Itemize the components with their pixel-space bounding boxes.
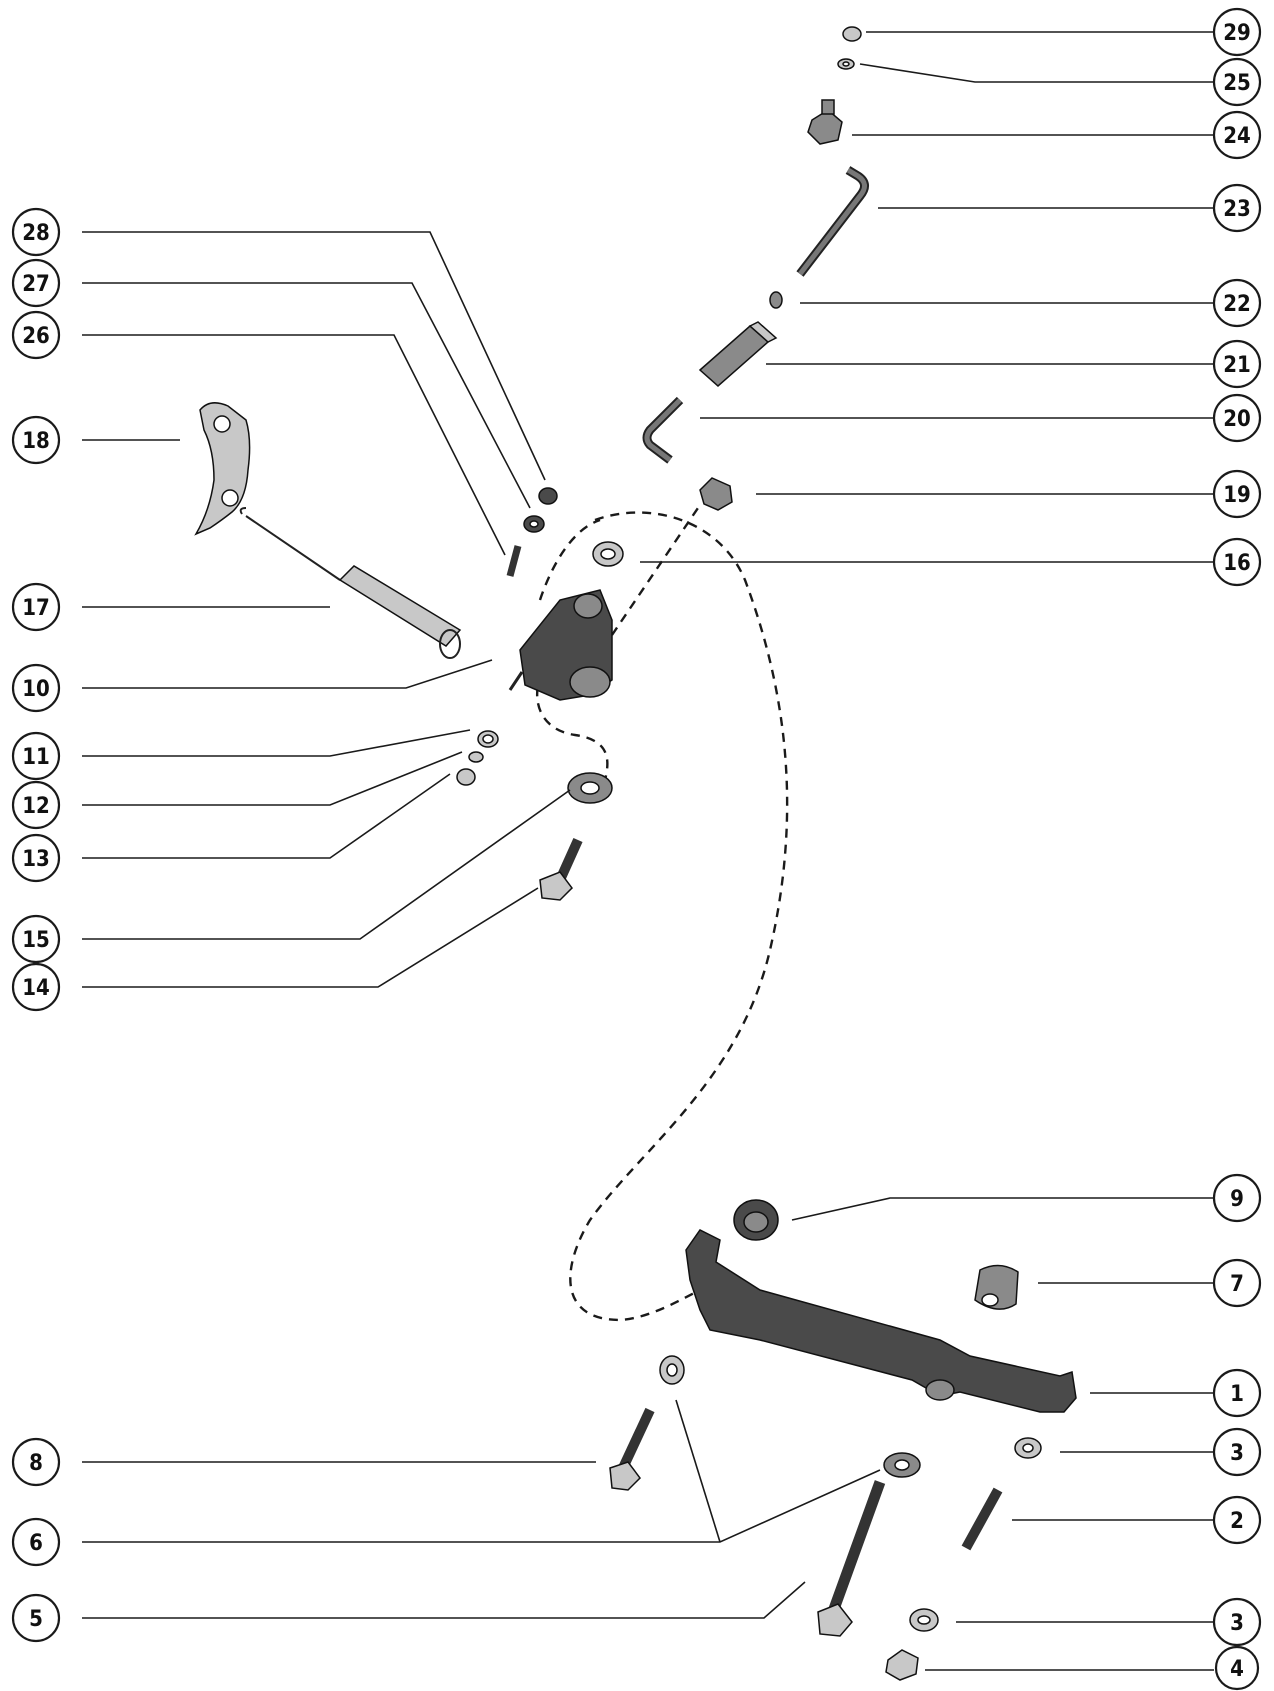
callout-7: 7 xyxy=(1212,1258,1262,1308)
svg-text:24: 24 xyxy=(1223,124,1251,149)
part-2-pin xyxy=(961,1487,1003,1551)
part-11-washer xyxy=(477,730,499,748)
part-9-bushing xyxy=(733,1199,779,1241)
callout-24: 24 xyxy=(1212,110,1262,160)
part-23-bent-rod xyxy=(796,166,869,277)
svg-text:9: 9 xyxy=(1230,1187,1244,1212)
callout-5: 5 xyxy=(11,1593,61,1643)
svg-text:5: 5 xyxy=(29,1607,43,1632)
part-3-washer-upper xyxy=(1014,1437,1042,1459)
svg-text:3: 3 xyxy=(1230,1441,1244,1466)
part-28-nut xyxy=(538,487,558,505)
part-16-washer xyxy=(592,541,624,567)
callout-14: 14 xyxy=(11,962,61,1012)
part-12-washer xyxy=(468,751,484,763)
svg-text:3: 3 xyxy=(1230,1611,1244,1636)
callout-17: 17 xyxy=(11,582,61,632)
part-3-washer-lower xyxy=(909,1608,939,1632)
svg-text:10: 10 xyxy=(22,677,50,702)
callout-11: 11 xyxy=(11,731,61,781)
svg-text:6: 6 xyxy=(29,1531,43,1556)
callout-6: 6 xyxy=(11,1517,61,1567)
svg-text:7: 7 xyxy=(1230,1272,1244,1297)
svg-text:20: 20 xyxy=(1223,407,1251,432)
callout-16: 16 xyxy=(1212,537,1262,587)
callout-22: 22 xyxy=(1212,278,1262,328)
part-10-housing xyxy=(508,589,613,701)
part-13-nut xyxy=(456,768,476,786)
part-5-bolt xyxy=(817,1480,886,1637)
part-22-clip xyxy=(769,291,783,309)
part-4-nut xyxy=(885,1649,919,1681)
part-25-washer xyxy=(837,58,855,70)
callout-10: 10 xyxy=(11,663,61,713)
svg-text:21: 21 xyxy=(1223,353,1251,378)
leader-lines xyxy=(82,31,1214,1671)
svg-text:14: 14 xyxy=(22,976,50,1001)
svg-text:11: 11 xyxy=(22,745,50,770)
callout-29: 29 xyxy=(1212,7,1262,57)
svg-text:28: 28 xyxy=(22,221,50,246)
callout-13: 13 xyxy=(11,833,61,883)
svg-text:27: 27 xyxy=(22,272,50,297)
callout-4: 4 xyxy=(1214,1645,1260,1691)
svg-text:25: 25 xyxy=(1223,71,1251,96)
svg-text:29: 29 xyxy=(1223,21,1251,46)
callout-1: 1 xyxy=(1212,1368,1262,1418)
svg-text:2: 2 xyxy=(1230,1509,1244,1534)
callout-19: 19 xyxy=(1212,469,1262,519)
assembly-dashed-line-top xyxy=(538,518,601,601)
svg-text:13: 13 xyxy=(22,847,50,872)
part-29-nut xyxy=(842,26,862,42)
part-24-fitting xyxy=(807,99,843,145)
part-15-washer xyxy=(567,772,613,804)
callout-8: 8 xyxy=(11,1437,61,1487)
callout-12: 12 xyxy=(11,780,61,830)
part-8-bolt xyxy=(609,1407,655,1491)
assembly-dashed-line-lower xyxy=(536,671,609,781)
callout-26: 26 xyxy=(11,310,61,360)
part-18-bracket xyxy=(194,402,251,536)
callout-3-upper: 3 xyxy=(1212,1427,1262,1477)
part-1-lever-bracket xyxy=(685,1229,1077,1413)
callout-2: 2 xyxy=(1212,1495,1262,1545)
assembly-dashed-line-rod xyxy=(611,504,701,636)
part-20-l-rod xyxy=(642,396,684,464)
svg-text:17: 17 xyxy=(22,596,50,621)
svg-text:12: 12 xyxy=(22,794,50,819)
svg-text:19: 19 xyxy=(1223,483,1251,508)
part-26-stud xyxy=(506,545,522,577)
callout-21: 21 xyxy=(1212,339,1262,389)
svg-text:8: 8 xyxy=(29,1451,43,1476)
callout-3-lower: 3 xyxy=(1212,1597,1262,1647)
callout-15: 15 xyxy=(11,914,61,964)
part-19-fitting xyxy=(699,477,733,511)
callout-28: 28 xyxy=(11,207,61,257)
svg-text:22: 22 xyxy=(1223,292,1251,317)
callout-23: 23 xyxy=(1212,183,1262,233)
svg-text:18: 18 xyxy=(22,429,50,454)
callout-20: 20 xyxy=(1212,393,1262,443)
part-7-bushing xyxy=(974,1264,1019,1310)
part-6-washer-left xyxy=(659,1355,685,1385)
callout-25: 25 xyxy=(1212,57,1262,107)
callout-18: 18 xyxy=(11,415,61,465)
callout-9: 9 xyxy=(1212,1173,1262,1223)
svg-text:26: 26 xyxy=(22,324,50,349)
svg-text:15: 15 xyxy=(22,928,50,953)
svg-text:4: 4 xyxy=(1230,1657,1244,1682)
assembly-dashed-line-main xyxy=(569,511,789,1322)
svg-text:1: 1 xyxy=(1230,1382,1244,1407)
part-21-block xyxy=(698,321,778,388)
part-17-spring xyxy=(239,507,462,659)
svg-text:16: 16 xyxy=(1223,551,1251,576)
callout-27: 27 xyxy=(11,258,61,308)
part-27-washer xyxy=(523,515,545,533)
svg-text:23: 23 xyxy=(1223,197,1251,222)
part-14-bolt xyxy=(539,837,583,901)
part-6-washer-right xyxy=(883,1452,921,1478)
